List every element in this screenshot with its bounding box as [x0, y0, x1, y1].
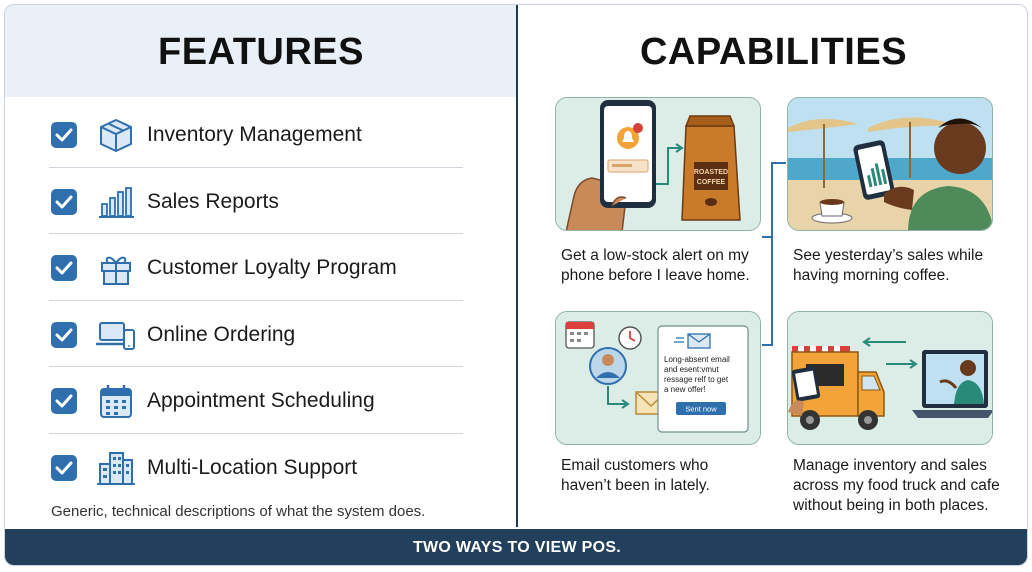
card-morning-sales	[787, 97, 993, 231]
checkbox-icon	[51, 188, 77, 215]
email-text-line: and esent:vmut	[664, 365, 719, 374]
caption-low-stock: Get a low-stock alert on my phone before…	[561, 246, 750, 286]
buildings-icon	[97, 451, 135, 485]
caption-line: Get a low-stock alert on my	[561, 247, 749, 264]
sent-now-button: Sent now	[685, 405, 717, 414]
caption-email-customers: Email customers who haven’t been in late…	[561, 456, 710, 496]
phone-alert-illustration: ROASTED COFFEE	[556, 98, 760, 230]
footer-bar: TWO WAYS TO VIEW POS.	[5, 529, 1027, 565]
feature-label: Multi-Location Support	[147, 455, 358, 479]
caption-morning-sales: See yesterday’s sales while having morni…	[793, 246, 983, 286]
caption-multi-location: Manage inventory and sales across my foo…	[793, 456, 1000, 516]
email-text-line: ressage relf to get	[664, 375, 729, 384]
features-footnote: Generic, technical descriptions of what …	[51, 503, 426, 520]
capabilities-panel: CAPABILITIES	[518, 5, 1027, 527]
feature-item: Online Ordering	[49, 301, 463, 368]
feature-item: Inventory Management	[49, 101, 463, 168]
feature-label: Online Ordering	[147, 322, 296, 346]
caption-line: having morning coffee.	[793, 267, 950, 284]
laptop-phone-icon	[96, 321, 135, 350]
feature-item: Multi-Location Support	[49, 434, 463, 501]
card-low-stock-alert: ROASTED COFFEE	[555, 97, 761, 231]
feature-label: Sales Reports	[147, 189, 279, 213]
box-icon	[100, 119, 132, 152]
feature-item: Customer Loyalty Program	[49, 234, 463, 301]
caption-line: See yesterday’s sales while	[793, 247, 984, 264]
feature-label: Inventory Management	[147, 123, 362, 146]
card-email-customers: Long-absent email and esent:vmut ressage…	[555, 311, 761, 445]
connector-line	[762, 162, 786, 346]
bar-chart-icon	[99, 186, 134, 218]
food-truck-illustration	[788, 312, 992, 444]
coffee-bag-label-2: COFFEE	[697, 179, 726, 186]
feature-label: Appointment Scheduling	[147, 389, 375, 413]
feature-item: Appointment Scheduling	[49, 367, 463, 434]
checkbox-icon	[51, 388, 77, 415]
caption-line: without being in both places.	[793, 497, 989, 514]
infographic: FEATURES Inventory Management	[4, 4, 1028, 566]
beach-sales-illustration	[788, 98, 992, 230]
feature-list: Inventory Management Sales Reports	[49, 101, 463, 501]
checkbox-icon	[51, 255, 77, 282]
caption-line: across my food truck and cafe	[793, 477, 1000, 494]
checkbox-icon	[51, 321, 77, 348]
feature-label: Customer Loyalty Program	[147, 256, 397, 280]
caption-line: phone before I leave home.	[561, 267, 750, 284]
caption-line: Manage inventory and sales	[793, 457, 987, 474]
capabilities-title: CAPABILITIES	[639, 31, 908, 73]
card-multi-location	[787, 311, 993, 445]
email-text-line: a new offer!	[664, 385, 706, 394]
caption-line: haven’t been in lately.	[561, 477, 710, 494]
checkbox-icon	[51, 122, 77, 148]
caption-line: Email customers who	[561, 457, 709, 474]
features-title: FEATURES	[158, 31, 364, 73]
email-illustration: Long-absent email and esent:vmut ressage…	[556, 312, 760, 444]
features-panel: FEATURES Inventory Management	[5, 5, 517, 527]
coffee-bag-label-1: ROASTED	[694, 169, 728, 176]
email-text-line: Long-absent email	[664, 355, 730, 364]
footer-label: TWO WAYS TO VIEW POS.	[412, 539, 622, 556]
calendar-icon	[100, 385, 132, 419]
panel-divider	[516, 5, 518, 527]
feature-item: Sales Reports	[49, 168, 463, 235]
gift-icon	[101, 256, 131, 286]
features-header-band	[5, 5, 517, 97]
checkbox-icon	[51, 454, 77, 481]
